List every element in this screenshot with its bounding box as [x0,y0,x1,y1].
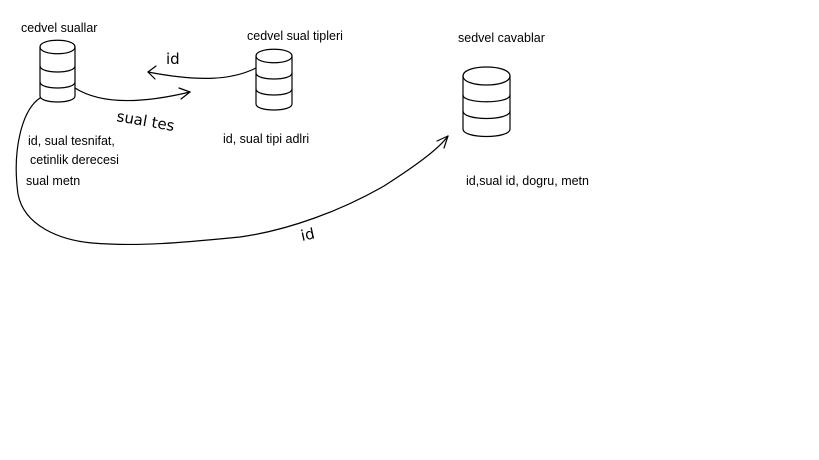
database-icon-suallar [39,39,76,103]
relation-arrow-tipleri-to-suallar [147,65,257,80]
fields-sual-tipleri: id, sual tipi adlri [223,132,310,146]
table-title-suallar: cedvel suallar [21,21,98,35]
relation-label-id-top: id [166,50,180,68]
database-icon-cavablar [462,66,511,138]
relation-arrow-suallar-to-cavablar [15,97,449,246]
table-title-sual-tipleri: cedvel sual tipleri [247,29,343,43]
relation-label-id-bottom: id [299,224,316,244]
relation-arrow-suallar-to-tipleri [74,87,191,102]
table-title-cavablar: sedvel cavablar [458,31,545,45]
fields-cavablar: id,sual id, dogru, metn [466,174,589,188]
fields-suallar-line-3: sual metn [26,174,81,188]
fields-suallar-line-2: cetinlik derecesi [30,153,119,167]
relation-label-sual-tes: sual tes [115,107,176,135]
database-icon-sual-tipleri [255,48,293,111]
fields-suallar-line-1: id, sual tesnifat, [28,134,115,148]
